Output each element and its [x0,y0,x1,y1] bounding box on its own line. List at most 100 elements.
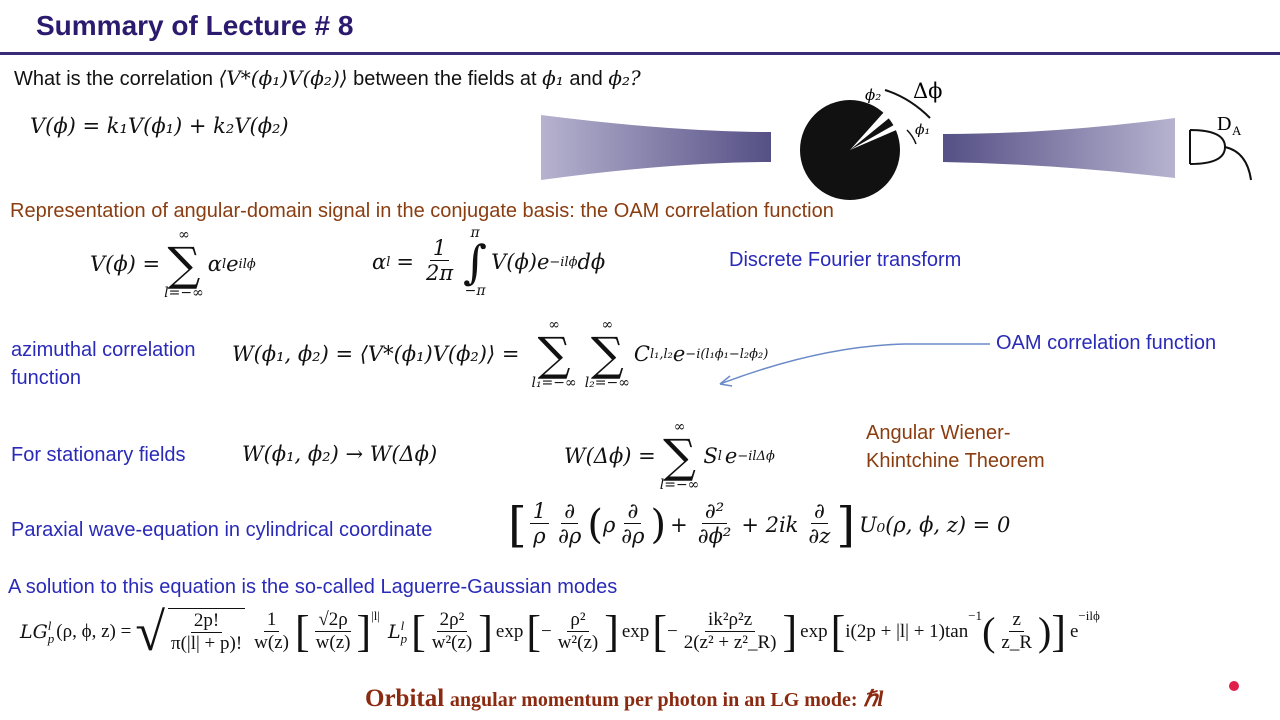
sigma-icon: ∑ [663,429,696,483]
int-top: π [470,225,480,241]
detector-icon [1189,129,1227,165]
p-frac5-num: ∂ [810,499,828,525]
label-dft: Discrete Fourier transform [729,249,962,271]
equals-sign: = [396,250,414,274]
p-frac2: ∂∂ρ [555,499,584,549]
oam-arrow [719,343,990,387]
question-phi2: ϕ₂? [608,66,641,90]
s-term: S [703,444,718,468]
s-sub: l [717,448,722,464]
lg-args: (ρ, ϕ, z) = [56,621,132,642]
question-line: What is the correlation ⟨V*(ϕ₁)V(ϕ₂)⟩ be… [14,66,641,91]
question-and: and [569,68,603,90]
delta-phi-arc [884,89,931,119]
label-wiener-2: Khintchine Theorem [866,450,1045,472]
sum1-top: ∞ [548,317,560,333]
lg-w-den: w(z) [254,631,289,653]
label-azimuthal-1: azimuthal correlation [11,339,196,361]
incident-beam [541,115,771,180]
integral-icon: ∫ [463,235,488,289]
p-frac4: ∂²∂ϕ² [695,499,735,549]
p-frac5: ∂∂z [805,499,833,549]
p-plus2: + 2ik [741,512,799,537]
lg-b1-sup: |l| [371,608,380,623]
lg-exp2: exp [621,621,650,642]
aperture-slit-phi1 [850,122,901,150]
integral: π ∫ −π [463,226,487,298]
p-frac4-den: ∂ϕ² [697,524,732,549]
p-frac3-den: ∂ρ [621,524,645,549]
bottom-rest: angular momentum per photon in an LG mod… [449,689,858,711]
s-exp: e [724,444,738,468]
p-frac4-num: ∂² [701,499,728,525]
p-rho: ρ [602,512,616,537]
c-term: C [633,342,650,366]
lg-lhs-sub: p [47,631,55,646]
lg-b1-open: [ [294,607,310,656]
section-representation: Representation of angular-domain signal … [10,200,834,222]
superposition-equation: V(ϕ) = k₁V(ϕ₁) + k₂V(ϕ₂) [30,114,289,138]
int-bottom: −π [464,283,486,299]
p-frac1-num: 1 [529,499,550,525]
label-detector-sub: A [1232,123,1242,138]
lg-sqrt-frac: 2p!π(|l| + p)! [167,608,246,656]
lg-tail-sup: −ilϕ [1078,608,1100,623]
label-paraxial: Paraxial wave-equation in cylindrical co… [11,519,433,541]
question-middle: between the fields at [353,68,537,90]
question-phi1: ϕ₁ [542,66,564,90]
c-exp-sup: −i(l₁ϕ₁−l₂ϕ₂) [685,346,769,362]
lg-lag-sup: l [400,618,405,633]
lg-e2-close: ] [782,607,798,656]
label-detector: D [1217,113,1231,135]
p-frac2-den: ∂ρ [558,524,582,549]
lg-e2-num: ik²ρ²z [705,609,756,632]
frac-num: 1 [429,237,450,262]
detector-cable [1224,146,1252,181]
p-frac5-den: ∂z [808,524,831,549]
aperture-diagram: ϕ₂ Δϕ ϕ₁ D A [541,79,1252,200]
sigma-icon: ∑ [167,237,201,291]
lg-e2-den: 2(z² + z²_R) [683,631,777,653]
lg-e2-open: [ [652,607,667,656]
label-phi2: ϕ₂ [865,86,881,104]
cursor-dot-icon [1229,681,1239,691]
p-frac1-den: ρ [533,524,546,549]
sum-top: ∞ [178,227,190,243]
lg-b2-num: 2ρ² [436,609,468,632]
p-plus1: + [670,512,688,537]
sum1-bottom: l₁=−∞ [531,375,577,391]
label-wiener-1: Angular Wiener- [866,422,1011,444]
label-phi1: ϕ₁ [915,122,930,138]
lg-b1-den: w(z) [315,631,351,653]
paren-open: ( [587,501,603,548]
sqrt-icon: √ [135,602,165,662]
lg-e3-open: [ [830,607,846,656]
lg-sqrt-den: π(|l| + p)! [170,633,243,655]
bottom-hbar: ℏl [863,686,884,711]
p-frac3-num: ∂ [624,499,642,525]
integrand-sup: −ilϕ [549,254,578,270]
lg-e3-paren-close: ) [1038,609,1052,654]
c-sub: l₁,l₂ [649,346,673,362]
alpha-term: α [207,252,222,276]
lg-e1-den: w²(z) [557,631,599,653]
lg-e3-pre: i(2p + |l| + 1)tan [845,621,969,642]
transmitted-beam [943,118,1175,178]
lg-b1-close: ] [356,607,372,656]
sum2-bottom: l₂=−∞ [584,375,630,391]
lg-e1-close: ] [604,607,619,656]
lg-e3-den: z_R [1001,631,1032,653]
sum2-top: ∞ [601,317,614,333]
label-delta-phi: Δϕ [913,79,942,103]
exp-sup: ilϕ [238,256,256,272]
lg-sqrt-num: 2p! [190,610,223,634]
